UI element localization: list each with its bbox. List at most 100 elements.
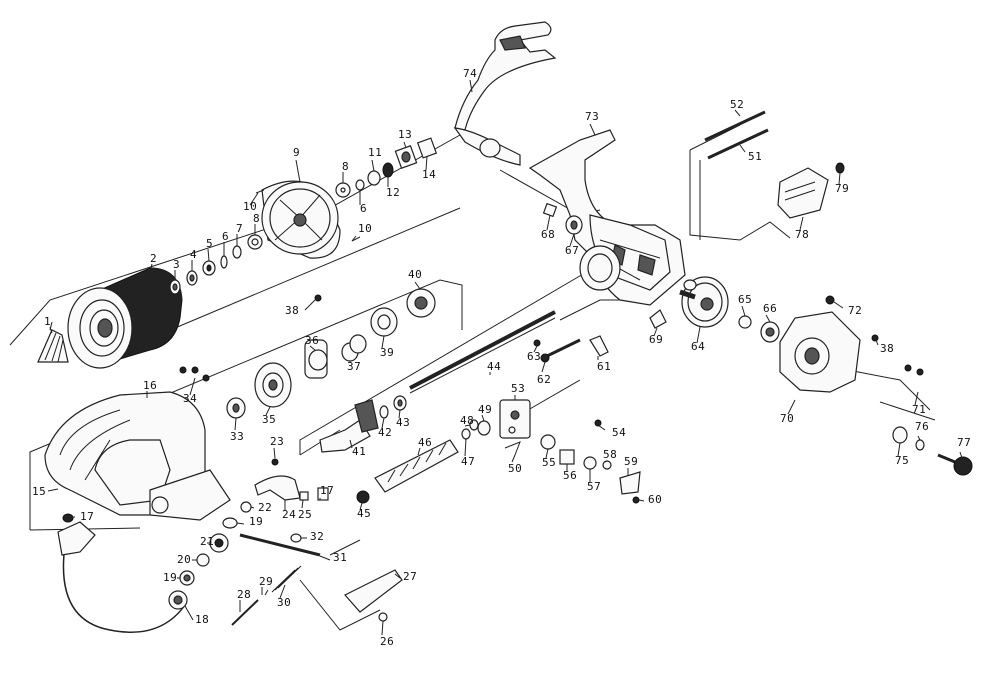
leader-line-40 <box>414 281 421 290</box>
part-label-77: 77 <box>957 436 971 449</box>
parts-26-32-bail-trip <box>231 533 403 626</box>
part-label-44: 44 <box>487 360 501 373</box>
part-label-10: 10 <box>358 222 372 235</box>
part-label-30: 30 <box>277 596 291 609</box>
part-label-71: 71 <box>912 403 926 416</box>
part-label-36: 36 <box>305 334 319 347</box>
leader-line-30 <box>279 584 286 599</box>
part-74-handle <box>453 21 557 166</box>
leader-line-69 <box>653 327 658 337</box>
part-label-61: 61 <box>597 360 611 373</box>
part-label-6: 6 <box>222 230 229 243</box>
part-1-drag-knob <box>37 321 69 363</box>
leader-line-39 <box>381 335 385 349</box>
part-2-spool <box>67 267 183 369</box>
part-label-34: 34 <box>183 392 197 405</box>
leader-line-64 <box>696 326 701 344</box>
leader-line-43 <box>398 409 401 419</box>
part-label-48: 48 <box>460 414 474 427</box>
part-label-40: 40 <box>408 268 422 281</box>
part-label-63: 63 <box>527 350 541 363</box>
part-label-21: 21 <box>200 535 214 548</box>
leader-line-33 <box>234 417 237 431</box>
part-label-79: 79 <box>835 182 849 195</box>
leader-line-38 <box>875 339 879 346</box>
leader-line-5 <box>207 248 210 262</box>
assembly-group-lines <box>9 124 936 631</box>
part-label-51: 51 <box>748 150 762 163</box>
part-label-53: 53 <box>511 382 525 395</box>
part-label-23: 23 <box>270 435 284 448</box>
part-label-37: 37 <box>347 360 361 373</box>
leader-line-70 <box>787 399 796 415</box>
leader-line-35 <box>265 406 271 416</box>
part-label-15: 15 <box>32 485 46 498</box>
part-label-47: 47 <box>461 455 475 468</box>
leader-line-13 <box>403 141 407 149</box>
part-label-13: 13 <box>398 128 412 141</box>
leader-line-42 <box>381 417 385 429</box>
part-label-78: 78 <box>795 228 809 241</box>
leader-line-74 <box>469 79 473 93</box>
parts-75-79-handle-cap <box>777 162 973 476</box>
leader-line-58 <box>604 460 608 463</box>
leader-line-51 <box>739 144 746 153</box>
leader-line-77 <box>959 451 963 459</box>
leader-line-78 <box>799 216 804 231</box>
part-label-75: 75 <box>895 454 909 467</box>
part-label-56: 56 <box>563 469 577 482</box>
leader-line-66 <box>765 314 771 323</box>
part-label-1: 1 <box>44 315 51 328</box>
leader-line-48 <box>464 424 471 427</box>
part-16-rotor <box>44 391 231 521</box>
part-label-14: 14 <box>422 168 436 181</box>
leader-line-26 <box>381 620 384 636</box>
leader-line-79 <box>838 172 841 185</box>
leader-line-72 <box>833 301 844 309</box>
part-label-25: 25 <box>298 508 312 521</box>
part-label-54: 54 <box>612 426 626 439</box>
part-label-22: 22 <box>258 501 272 514</box>
part-label-9: 9 <box>293 146 300 159</box>
part-label-18: 18 <box>195 613 209 626</box>
part-label-50: 50 <box>508 462 522 475</box>
leader-line-71 <box>914 391 919 406</box>
part-18-bail-wire <box>57 513 188 633</box>
part-label-74: 74 <box>463 67 477 80</box>
leader-line-68 <box>546 214 551 231</box>
part-label-17: 17 <box>320 484 334 497</box>
leader-line-14 <box>425 155 428 171</box>
part-label-16: 16 <box>143 379 157 392</box>
parts-23-25-bail-arm <box>254 458 329 501</box>
leader-line-46 <box>417 447 421 456</box>
part-label-32: 32 <box>310 530 324 543</box>
part-label-67: 67 <box>565 244 579 257</box>
leader-line-49 <box>481 414 485 422</box>
part-label-2: 2 <box>150 252 157 265</box>
leader-line-10 <box>249 192 259 206</box>
leader-line-38 <box>304 299 316 311</box>
part-label-26: 26 <box>380 635 394 648</box>
leader-line-9 <box>295 159 301 183</box>
part-label-41: 41 <box>352 445 366 458</box>
part-label-69: 69 <box>649 333 663 346</box>
part-9-side-plate <box>255 180 361 259</box>
leader-line-62 <box>541 361 546 373</box>
part-label-17: 17 <box>80 510 94 523</box>
leader-line-34 <box>189 377 196 396</box>
leader-line-47 <box>464 438 467 457</box>
leader-line-22 <box>250 506 255 509</box>
part-label-3: 3 <box>173 258 180 271</box>
leader-line-2 <box>149 263 153 273</box>
part-label-73: 73 <box>585 110 599 123</box>
leader-line-45 <box>359 502 363 511</box>
part-label-5: 5 <box>206 237 213 250</box>
part-label-45: 45 <box>357 507 371 520</box>
leader-line-10 <box>351 235 357 242</box>
part-label-6: 6 <box>360 202 367 215</box>
leader-line-1 <box>49 326 53 334</box>
part-label-8: 8 <box>253 212 260 225</box>
part-label-39: 39 <box>380 346 394 359</box>
